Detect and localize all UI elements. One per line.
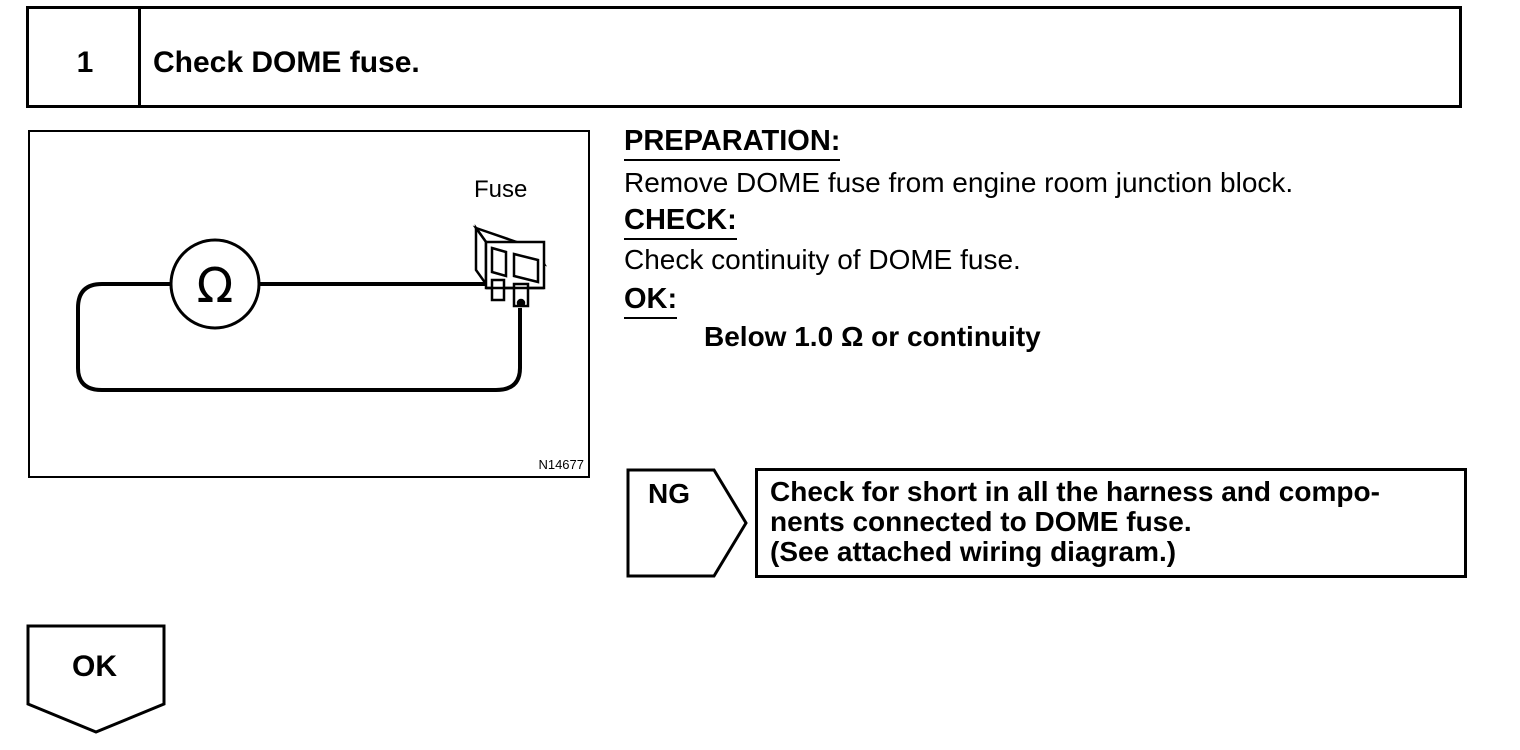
ohmmeter-figure: Ω Fuse N14677	[28, 130, 590, 478]
step-header: 1 Check DOME fuse.	[26, 6, 1462, 108]
check-text: Check continuity of DOME fuse.	[624, 244, 1021, 275]
ok-label: OK	[72, 650, 117, 683]
ng-result-line: (See attached wiring diagram.)	[770, 536, 1177, 568]
step-number: 1	[76, 46, 94, 79]
step-number-cell: 1	[29, 9, 141, 105]
preparation-text: Remove DOME fuse from engine room juncti…	[624, 167, 1294, 198]
ng-result-line: nents connected to DOME fuse.	[770, 506, 1192, 538]
ng-arrow-icon	[626, 468, 748, 578]
fuse-label: Fuse	[474, 176, 528, 203]
fuse-icon	[472, 224, 548, 308]
ok-spec-heading: OK:	[624, 283, 678, 319]
preparation-heading: PREPARATION:	[624, 125, 841, 161]
step-title: Check DOME fuse.	[153, 46, 420, 79]
ng-result-line: Check for short in all the harness and c…	[770, 476, 1380, 507]
circuit-diagram: Ω	[76, 224, 548, 392]
figure-code: N14677	[538, 457, 584, 472]
ng-label: NG	[648, 478, 690, 509]
circuit-wire-loop	[76, 282, 522, 392]
ok-arrow-icon	[26, 624, 166, 734]
ok-spec-text: Below 1.0 Ω or continuity	[704, 321, 1041, 352]
ng-result-box: Check for short in all the harness and c…	[755, 468, 1467, 578]
svg-text:Ω: Ω	[197, 258, 234, 314]
check-heading: CHECK:	[624, 204, 737, 240]
ohmmeter-icon: Ω	[169, 238, 261, 330]
